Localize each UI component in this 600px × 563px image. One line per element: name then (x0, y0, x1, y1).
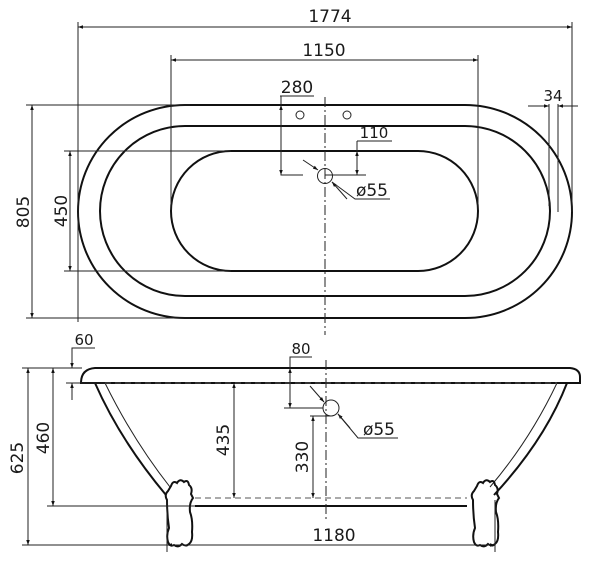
dim-overflow-height: 330 (293, 441, 313, 473)
faucet-hole-left (295, 110, 305, 120)
dim-drain-diameter: ø55 (356, 181, 388, 201)
tub-rim (79, 367, 581, 384)
dim-inner-depth: 435 (214, 424, 234, 456)
dim-overall-length: 1774 (308, 7, 351, 27)
basin-outline (170, 150, 479, 272)
dim-basin-width: 450 (52, 195, 72, 227)
left-wall (94, 382, 167, 496)
dim-overall-height: 625 (8, 442, 28, 474)
dim-drain-offset: 110 (360, 124, 389, 142)
dim-body-height: 460 (34, 422, 54, 454)
inner-rim-outline (99, 125, 551, 297)
drain-hole (317, 168, 333, 184)
right-claw-foot (470, 479, 501, 548)
dim-overall-width: 805 (14, 196, 34, 228)
outer-rim-outline (77, 104, 573, 319)
dim-rim-width: 34 (543, 87, 562, 105)
dim-overflow-offset: 80 (291, 340, 310, 358)
dim-feet-spacing: 1180 (312, 526, 355, 546)
dim-rim-thickness: 60 (74, 331, 93, 349)
side-view: 625 460 60 435 80 330 ø55 1180 (8, 331, 581, 552)
dim-inner-length: 1150 (302, 41, 345, 61)
left-claw-foot (164, 479, 195, 548)
dim-faucet-offset: 280 (281, 78, 313, 98)
right-wall (493, 382, 568, 496)
overflow-hole (322, 399, 340, 417)
faucet-hole-right (342, 110, 352, 120)
dim-overflow-diameter: ø55 (363, 420, 395, 440)
top-view: 1774 1150 280 110 ø55 34 (14, 7, 578, 335)
